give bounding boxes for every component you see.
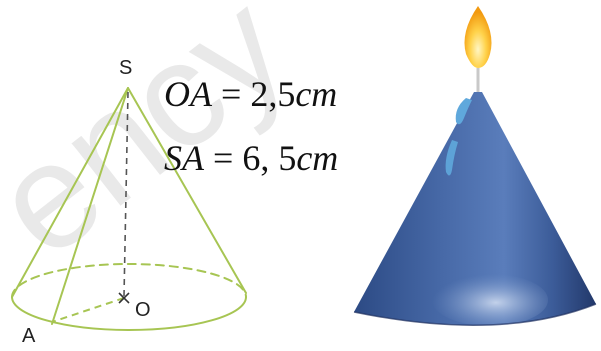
formula-sa-eq: = bbox=[213, 138, 234, 178]
wax-drip-icon bbox=[445, 98, 472, 176]
formula-sa-value: 6, 5 bbox=[242, 138, 297, 178]
candle-base-rim bbox=[353, 303, 597, 326]
formula-oa-lhs: OA bbox=[164, 74, 212, 114]
candle-cone-body bbox=[354, 92, 596, 326]
formula-oa: OA = 2,5cm bbox=[164, 76, 337, 112]
base-point-label: A bbox=[22, 325, 36, 347]
slant-edge-left bbox=[11, 87, 129, 298]
height-segment bbox=[123, 91, 129, 297]
candle-icon bbox=[353, 6, 597, 326]
formula-oa-value: 2,5 bbox=[250, 74, 296, 114]
base-back-arc bbox=[11, 263, 247, 298]
center-point-mark bbox=[118, 292, 130, 304]
formula-sa: SA = 6, 5cm bbox=[164, 140, 338, 176]
slant-edge-front bbox=[51, 87, 129, 325]
slant-edge-right bbox=[127, 87, 247, 294]
base-front-arc bbox=[11, 296, 247, 331]
formula-oa-eq: = bbox=[221, 74, 242, 114]
radius-segment bbox=[51, 297, 125, 323]
center-label: O bbox=[135, 299, 151, 321]
candle-highlight bbox=[432, 274, 548, 326]
formula-oa-unit: cm bbox=[295, 74, 338, 114]
apex-label: S bbox=[119, 57, 133, 79]
formula-sa-lhs: SA bbox=[164, 138, 204, 178]
formula-sa-unit: cm bbox=[296, 138, 339, 178]
flame-icon bbox=[464, 6, 492, 68]
